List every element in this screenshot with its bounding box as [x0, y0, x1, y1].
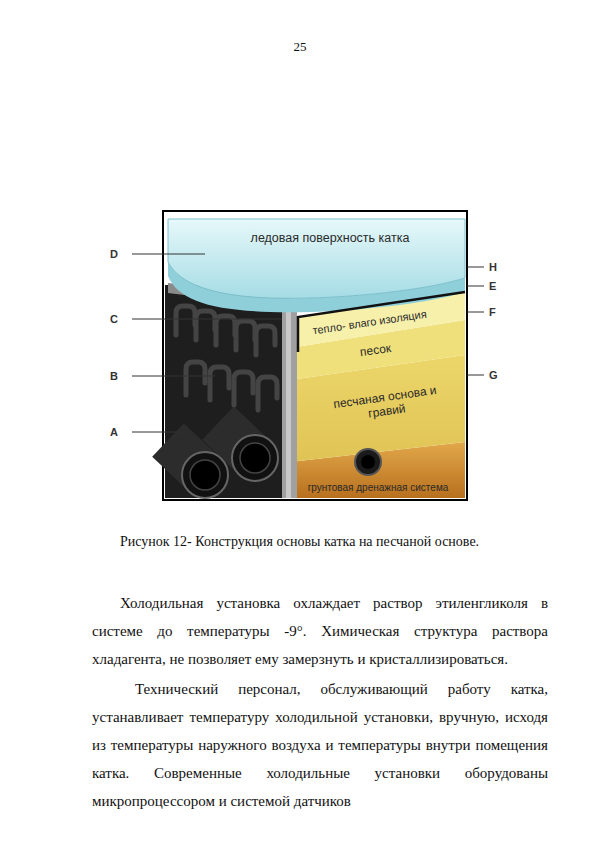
callout-letter: G: [489, 369, 498, 381]
header-pipes: [168, 423, 278, 498]
layer-label: грунтовая дренажная система: [308, 482, 449, 494]
callout-letter: H: [489, 261, 497, 273]
figure-caption: Рисунок 12- Конструкция основы катка на …: [120, 534, 479, 550]
layer-label: ледовая поверхность катка: [251, 231, 410, 245]
wall-highlight: [286, 300, 291, 498]
loop-pipes: [176, 306, 277, 410]
body-paragraph: Холодильная установка охлаждает раствор …: [92, 589, 548, 673]
body-paragraph: Технический персонал, обслуживающий рабо…: [92, 675, 548, 815]
callout-letter: B: [110, 370, 118, 382]
callout-letter: A: [110, 426, 118, 438]
layer-label-box: грунтовая дренажная система: [306, 480, 451, 496]
layer-label: песок: [360, 342, 393, 360]
ice-surface: [168, 219, 465, 298]
callout-letter: F: [489, 306, 496, 318]
pipe-bed: [165, 285, 290, 498]
drain-pipe: [355, 449, 381, 475]
concrete-wall: [282, 300, 297, 498]
callout-letter: D: [110, 248, 118, 260]
figure-frame: [163, 211, 467, 500]
layer-label-box: ледовая поверхность катка: [249, 229, 412, 247]
callout-letter: C: [110, 313, 118, 325]
callout-letter: E: [489, 280, 496, 292]
leader-lines: [132, 254, 484, 432]
page-number: 25: [294, 40, 307, 54]
